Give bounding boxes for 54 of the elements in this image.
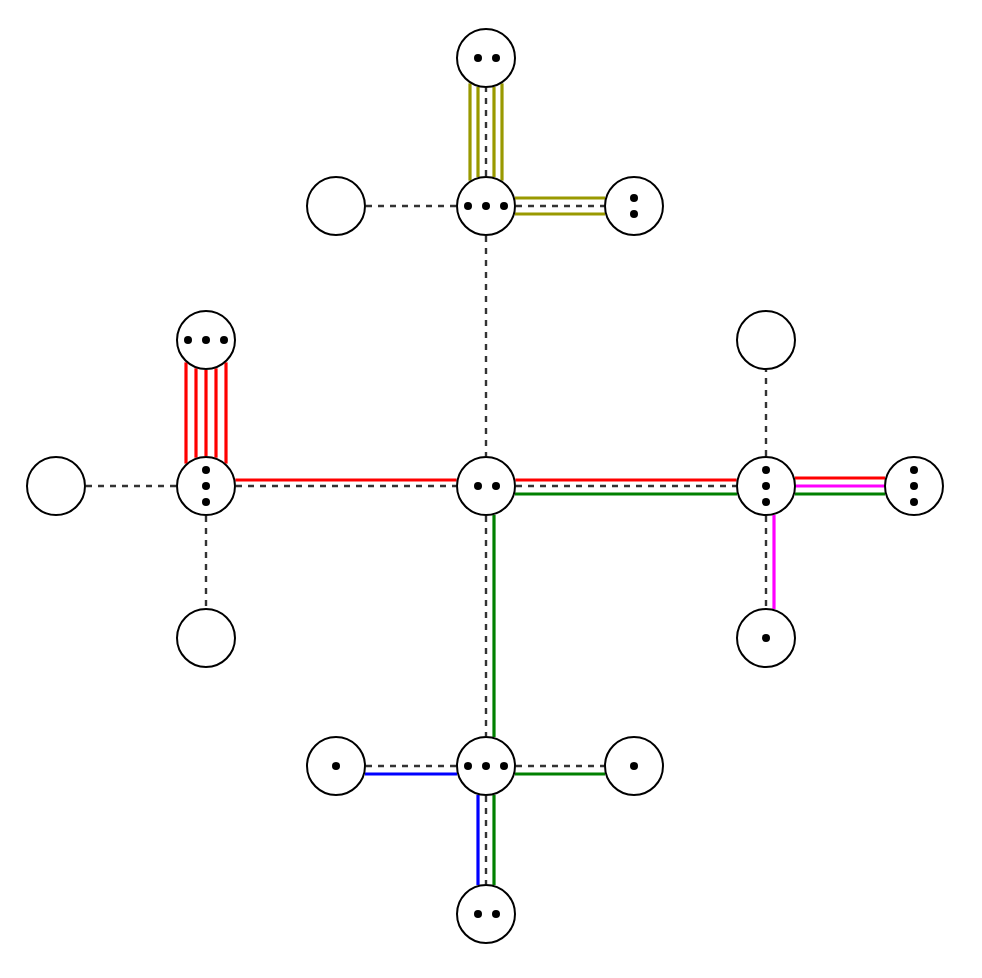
line — [224, 362, 228, 464]
line — [184, 362, 188, 464]
line — [514, 212, 606, 216]
line — [492, 514, 496, 738]
circle-node — [884, 456, 944, 516]
line — [204, 370, 208, 456]
circle-node — [306, 736, 366, 796]
circle-node — [306, 176, 366, 236]
dashed-line — [484, 516, 488, 736]
dashed-line — [204, 516, 208, 608]
circle-node — [176, 456, 236, 516]
line — [468, 83, 472, 181]
line — [515, 478, 737, 482]
dashed-line — [236, 484, 456, 488]
line — [514, 196, 606, 200]
circle-node — [456, 456, 516, 516]
line — [364, 772, 458, 776]
circle-node — [736, 310, 796, 370]
dashed-line — [484, 796, 488, 884]
line — [214, 368, 218, 458]
circle-node — [176, 310, 236, 370]
circle-node — [736, 608, 796, 668]
circle-node — [736, 456, 796, 516]
circle-node — [456, 176, 516, 236]
circle-node — [456, 884, 516, 944]
circle-node — [176, 608, 236, 668]
line — [492, 86, 496, 178]
line — [492, 794, 496, 886]
circle-node — [456, 28, 516, 88]
dashed-line — [366, 764, 456, 768]
line — [514, 772, 606, 776]
dashed-line — [86, 484, 176, 488]
dashed-line — [516, 204, 604, 208]
circle-node — [26, 456, 86, 516]
circle-node — [456, 736, 516, 796]
dashed-line — [516, 764, 604, 768]
circle-node — [604, 736, 664, 796]
circle-node — [604, 176, 664, 236]
dashed-line — [366, 204, 456, 208]
line — [194, 368, 198, 458]
dashed-line — [764, 516, 768, 608]
line — [476, 86, 480, 178]
dashed-line — [484, 88, 488, 176]
dashed-line — [516, 484, 736, 488]
line — [794, 492, 886, 496]
line — [772, 514, 776, 610]
line — [514, 492, 738, 496]
line — [235, 478, 457, 482]
line — [796, 484, 884, 488]
line — [794, 476, 886, 480]
line — [500, 83, 504, 181]
dashed-line — [484, 236, 488, 456]
line — [476, 794, 480, 886]
dashed-line — [764, 370, 768, 456]
